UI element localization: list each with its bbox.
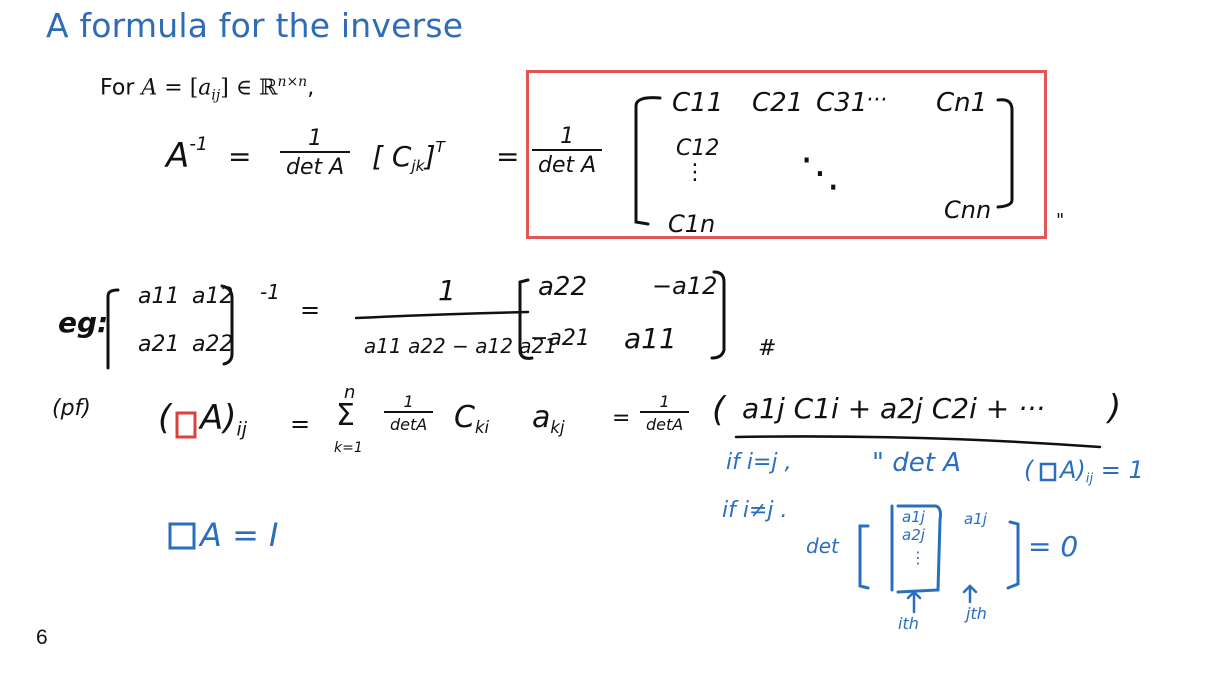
example-end-mark: # <box>758 336 777 361</box>
intro-prefix: For <box>100 75 135 101</box>
example-result-a22: a22 <box>538 272 588 302</box>
proof-label: (pf) <box>52 396 91 421</box>
page-number: 6 <box>36 626 48 649</box>
cofactor-letter: C <box>454 400 475 435</box>
boxed-fraction-denominator: det A <box>532 149 603 178</box>
boxed-fraction-numerator: 1 <box>560 124 575 149</box>
proof-term-cki: Cki <box>454 400 489 437</box>
example-result-a11: a11 <box>624 322 677 355</box>
comma: , <box>307 75 315 101</box>
ith-column-label: ith <box>898 614 919 633</box>
fraction-numerator: 1 <box>308 126 323 151</box>
entry-a: a <box>198 75 212 101</box>
dimension-superscript: n×n <box>277 74 308 90</box>
cofactor-close: ] <box>424 139 436 173</box>
example-entry-a21: a21 <box>138 332 180 357</box>
expansion-open-paren: ( <box>712 390 726 430</box>
matrix-A: A <box>141 75 158 101</box>
intro-line: For A = [aij] ∈ ℝn×n, <box>100 74 315 104</box>
column-i-entry-1: a1j <box>902 508 925 526</box>
result-subscript-ij: ij <box>1085 471 1094 487</box>
fraction-denominator: det A <box>280 151 351 180</box>
proof-fraction-2-denominator: detA <box>640 411 690 434</box>
sum-lower-limit: k=1 <box>334 440 363 456</box>
cofactor-matrix-transpose: [ Cjk]T <box>372 138 445 175</box>
boxed-entry-c1n: C1n <box>668 210 716 238</box>
boxed-entry-c12: C12 <box>676 136 720 161</box>
proof-fraction-1-numerator: 1 <box>403 392 414 411</box>
inverse-formula: A-1 <box>166 134 208 176</box>
cofactor-subscript: jk <box>411 157 425 176</box>
boxed-trailing-mark: " <box>1056 210 1065 231</box>
column-i-vdots: ⋮ <box>910 548 926 567</box>
inverse-exponent: -1 <box>189 134 208 155</box>
boxed-entry-cn1: Cn1 <box>936 88 988 118</box>
equals-sign-2: = <box>496 140 520 173</box>
det-equals-zero: = 0 <box>1028 530 1079 563</box>
expansion-close-paren: ) <box>1108 388 1122 428</box>
result-entry-equals-one: A)ij = 1 <box>1060 456 1144 487</box>
proof-term-akj: akj <box>532 400 565 437</box>
element-of-sign: ∈ <box>235 75 253 101</box>
example-result-neg-a12: −a12 <box>652 272 718 300</box>
boxed-vdots: ⋮ <box>684 160 706 185</box>
real-numbers-symbol: ℝ <box>259 75 278 101</box>
proof-equals-2: = <box>612 406 631 431</box>
proof-fraction-2-numerator: 1 <box>659 392 670 411</box>
proof-equals: = <box>290 410 311 438</box>
example-entry-a22: a22 <box>192 332 234 357</box>
case-i-equals-j-result: " det A <box>872 448 961 478</box>
proof-fraction-1-denominator: detA <box>384 411 434 434</box>
example-result-neg-a21: −a21 <box>530 326 590 351</box>
boxed-entry-c31: C31 <box>816 88 868 118</box>
case-i-not-equals-j: if i≠j . <box>722 498 788 523</box>
adjugate-highlight-box <box>526 70 1047 239</box>
example-fraction-numerator: 1 <box>438 274 456 307</box>
case-i-equals-j: if i=j , <box>726 450 792 475</box>
example-inverse-exponent: -1 <box>260 280 280 304</box>
column-i-entry-2: a2j <box>902 526 925 544</box>
equals-sign-1: = <box>228 140 252 173</box>
boxed-entry-dots: ··· <box>866 88 887 113</box>
inverse-lhs: A <box>166 135 190 176</box>
boxed-entry-cnn: Cnn <box>944 196 992 224</box>
entry-letter: a <box>532 400 551 435</box>
result-equals-one: = 1 <box>1100 456 1144 484</box>
proof-lhs-open: ( <box>158 398 172 438</box>
example-fraction-denominator: a11 a22 − a12 a21 <box>364 334 558 358</box>
example-entry-a11: a11 <box>138 284 180 309</box>
cofactor-open: [ C <box>372 139 412 173</box>
jth-column-label: jth <box>966 604 987 623</box>
transpose-symbol: T <box>435 138 445 156</box>
proof-lhs-subscript: ij <box>236 419 247 441</box>
boxed-entry-c21: C21 <box>752 88 804 118</box>
slide-title: A formula for the inverse <box>46 6 464 45</box>
equals-sign: = <box>164 75 183 101</box>
sum-upper-limit: n <box>344 382 356 403</box>
example-equals: = <box>300 296 321 324</box>
cofactor-expansion: a1j C1i + a2j C2i + ··· <box>742 392 1045 425</box>
conclusion-adj-A-equals-I: A = I <box>200 516 279 554</box>
entry-subscript-kj: kj <box>550 417 565 437</box>
example-entry-a12: a12 <box>192 284 234 309</box>
cofactor-subscript-ki: ki <box>474 417 490 437</box>
column-j-entry: a1j <box>964 510 987 528</box>
result-open-paren: ( <box>1024 456 1034 484</box>
summation-symbol: Σ <box>336 398 355 433</box>
boxed-ddots: ⋱ <box>800 150 840 196</box>
proof-lhs-A: A) <box>200 398 237 438</box>
det-label: det <box>806 534 839 558</box>
example-label: eg: <box>58 306 109 339</box>
boxed-entry-c11: C11 <box>672 88 724 118</box>
entry-subscript: ij <box>211 87 221 104</box>
proof-lhs-rest: A)ij <box>200 398 247 441</box>
